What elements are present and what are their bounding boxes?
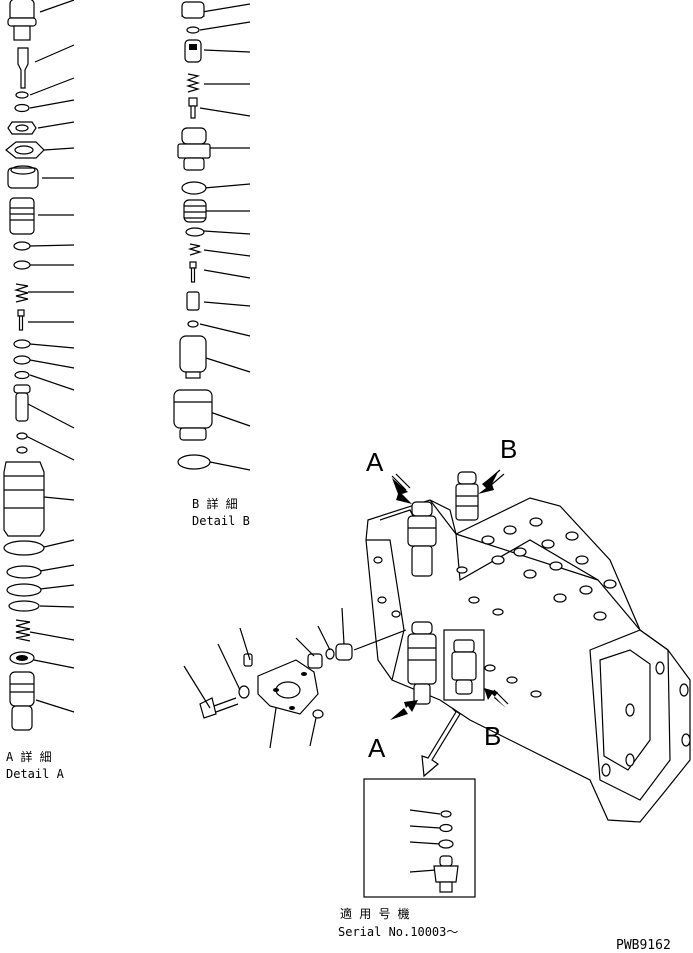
drawing-code: PWB9162 [616, 938, 671, 953]
flange-leaders [183, 607, 345, 749]
detail-a-title-jp: A 詳 細 [6, 749, 52, 764]
valve-block [365, 471, 691, 823]
detail-b-parts [173, 1, 251, 471]
detail-a-title-en: Detail A [6, 767, 65, 781]
detail-b-leaders [199, 3, 251, 471]
valve-block-holes [373, 517, 691, 777]
flange-cover-parts [183, 607, 407, 749]
view-label-b-top: B [500, 434, 517, 464]
detail-b-title-jp: B 詳 細 [192, 496, 238, 511]
detail-a-leaders [25, 0, 75, 713]
serial-inset-leaders [409, 809, 441, 873]
detail-a-parts [3, 0, 75, 731]
detail-b-title-en: Detail B [192, 514, 250, 528]
view-label-a-bottom: A [368, 733, 386, 763]
view-label-b-bottom: B [484, 721, 501, 751]
serial-label-jp: 適 用 号 機 [340, 906, 410, 921]
view-label-a-top: A [366, 447, 384, 477]
serial-number: Serial No.10003〜 [338, 925, 458, 939]
view-arrows [390, 469, 509, 778]
serial-inset [363, 778, 476, 898]
